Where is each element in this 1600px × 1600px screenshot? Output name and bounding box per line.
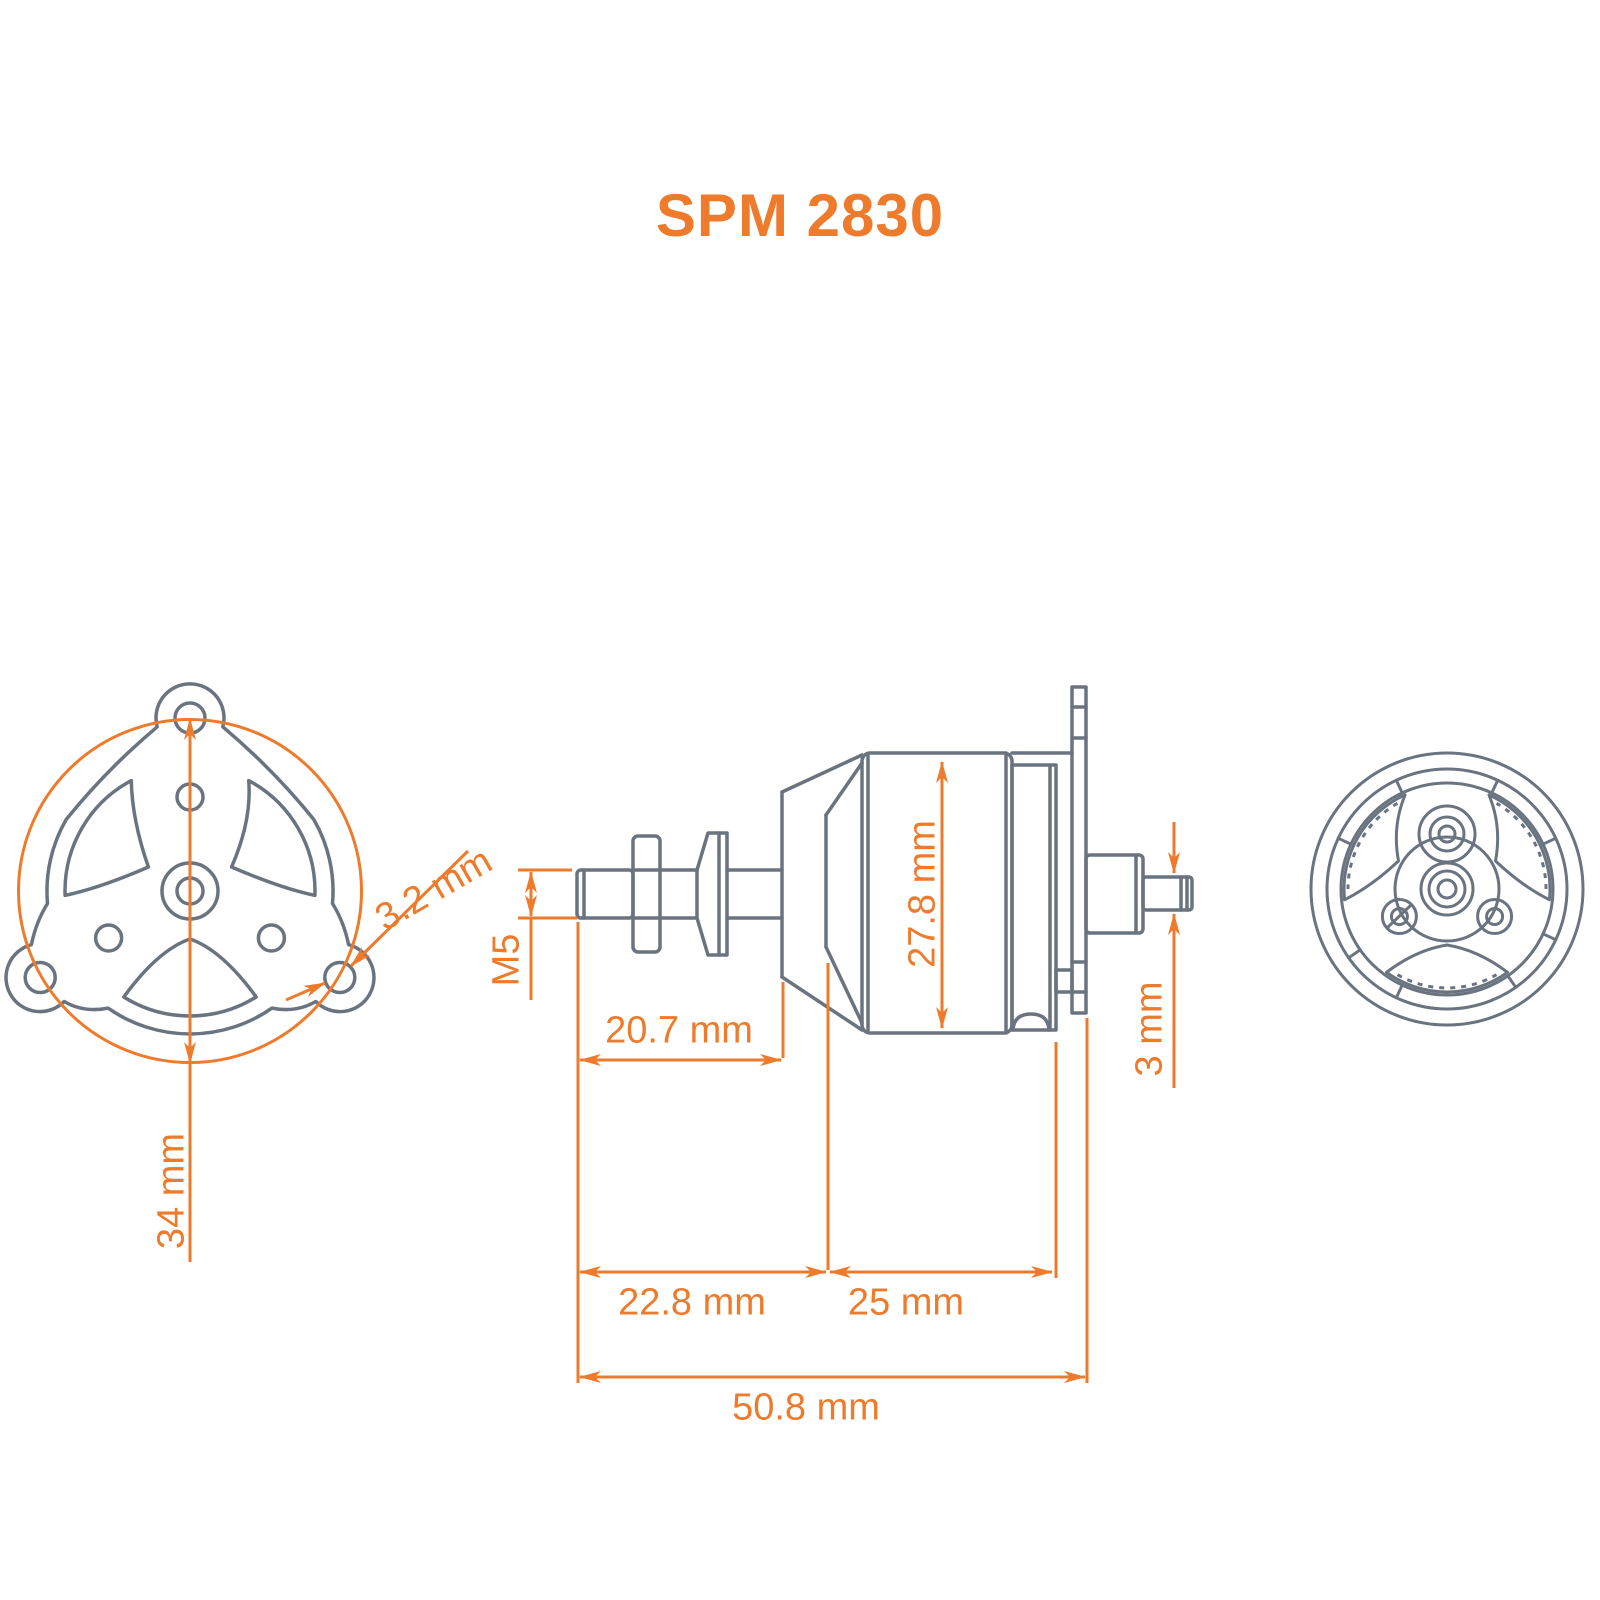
mount-cutout-right <box>229 778 317 898</box>
magnet-band <box>1339 781 1555 997</box>
mount-cutout-bottom <box>122 937 258 1018</box>
mounting-plate <box>1070 685 1088 1015</box>
rear-inner-ring <box>1325 767 1569 1011</box>
page-title: SPM 2830 <box>655 182 945 249</box>
dim-label-can-length: 25 mm <box>847 1281 965 1324</box>
rear-window-left <box>1342 793 1407 902</box>
dim-label-front-length: 22.8 mm <box>618 1281 766 1324</box>
dim-label-can-diameter: 27.8 mm <box>901 820 944 968</box>
wire-notch <box>1011 1012 1051 1032</box>
dim-label-rear-shaft: 3 mm <box>1128 981 1171 1077</box>
rear-outer-ring <box>1309 751 1585 1027</box>
magnet-ticks <box>1336 778 1558 1000</box>
mount-outline <box>4 682 376 1036</box>
rear-shaft <box>1141 875 1194 912</box>
mount-midhole-left <box>93 923 124 953</box>
hex-nut <box>631 834 662 954</box>
dim-label-overall: 50.8 mm <box>732 1386 880 1429</box>
mount-cutout-left <box>63 778 151 898</box>
dim-label-shaft-length: 20.7 mm <box>605 1009 753 1052</box>
rear-view-motor <box>1309 751 1585 1027</box>
drive-flange <box>695 831 729 957</box>
stator-section <box>1010 763 1058 1032</box>
stator-foot <box>1054 968 1074 994</box>
rear-bearing <box>1419 861 1475 917</box>
dim-label-bolt-circle: 34 mm <box>150 1132 193 1250</box>
rear-window-bottom <box>1385 943 1509 994</box>
dim-3-2-leader <box>349 849 470 968</box>
dim-label-shaft-thread: M5 <box>485 933 528 987</box>
mount-hole-bottom-right <box>323 960 357 995</box>
rear-window-right <box>1487 793 1552 902</box>
mount-midhole-right <box>256 923 287 953</box>
side-view-motor <box>575 685 1194 1035</box>
rear-hub <box>1393 835 1501 943</box>
mount-hole-bottom-left <box>23 960 57 995</box>
dimension-annotations <box>17 718 1180 1383</box>
